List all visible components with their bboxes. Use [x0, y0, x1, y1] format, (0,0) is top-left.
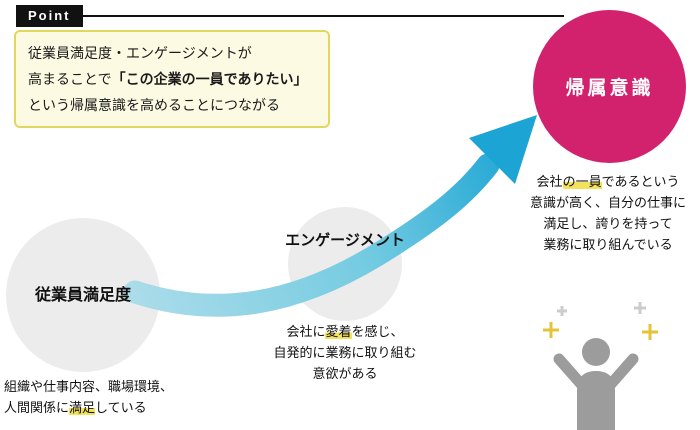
engagement-desc-line-3: 意欲がある	[312, 366, 378, 381]
satisfaction-description: 組織や仕事内容、職場環境、 人間関係に満足している	[4, 376, 173, 418]
belonging-desc-highlight: の一員	[562, 174, 602, 189]
person-body-group	[577, 338, 615, 430]
person-torso	[577, 371, 615, 430]
belonging-circle: 帰属意識	[533, 10, 686, 163]
sparkle-plus-icon	[557, 306, 567, 316]
person-head	[582, 338, 610, 366]
engagement-description: 会社に愛着を感じ、 自発的に業務に取り組む 意欲がある	[255, 321, 435, 384]
person-left-arm	[553, 353, 587, 390]
sparkle-plus-icon	[642, 324, 658, 340]
callout-line-2-text: 高まることで	[28, 71, 112, 87]
satisfaction-desc-line-2-post: している	[95, 400, 147, 415]
satisfaction-label: 従業員満足度	[34, 287, 131, 304]
sparkle-plus-icon	[543, 322, 559, 338]
engagement-label: エンゲージメント	[285, 232, 405, 249]
sparkle-plus-icon	[634, 302, 646, 314]
belonging-desc-line-2: 意識が高く、自分の仕事に	[529, 195, 686, 210]
engagement-desc-line-2: 自発的に業務に取り組む	[273, 345, 417, 360]
belonging-desc-line-3: 満足し、誇りを持って	[543, 216, 673, 231]
engagement-circle	[288, 207, 402, 321]
satisfaction-desc-highlight: 満足	[69, 400, 96, 415]
belonging-desc-line-1: 会社の一員であるという	[513, 171, 700, 192]
satisfaction-desc-line-1: 組織や仕事内容、職場環境、	[4, 379, 174, 394]
belonging-desc-line-1-post: であるという	[601, 174, 680, 189]
callout-line-2-bold: 「この企業の一員でありたい」	[111, 71, 308, 87]
point-label: Point	[16, 5, 83, 27]
belonging-desc-line-1-pre: 会社	[536, 174, 563, 189]
engagement-desc-line-1-pre: 会社に	[286, 324, 326, 339]
engagement-desc-highlight: 愛着	[325, 324, 352, 339]
belonging-description: 会社の一員であるという 意識が高く、自分の仕事に 満足し、誇りを持って 業務に取…	[513, 171, 700, 255]
person-right-arm	[605, 353, 639, 390]
engagement-desc-line-1-post: を感じ、	[351, 324, 404, 339]
callout-line-3: という帰属意識を高めることにつながる	[28, 97, 280, 113]
satisfaction-desc-line-2-pre: 人間関係に	[4, 400, 70, 415]
belonging-label: 帰属意識	[565, 78, 654, 99]
callout-line-2: 高まることで「この企業の一員でありたい」	[28, 66, 316, 92]
satisfaction-desc-line-2: 人間関係に満足している	[4, 397, 173, 418]
callout-line-1: 従業員満足度・エンゲージメントが	[28, 45, 252, 61]
point-rule-line	[18, 15, 564, 17]
engagement-desc-line-1: 会社に愛着を感じ、	[255, 321, 435, 342]
point-callout-box: 従業員満足度・エンゲージメントが 高まることで「この企業の一員でありたい」 とい…	[14, 30, 330, 128]
belonging-desc-line-4: 業務に取り組んでいる	[543, 237, 673, 252]
